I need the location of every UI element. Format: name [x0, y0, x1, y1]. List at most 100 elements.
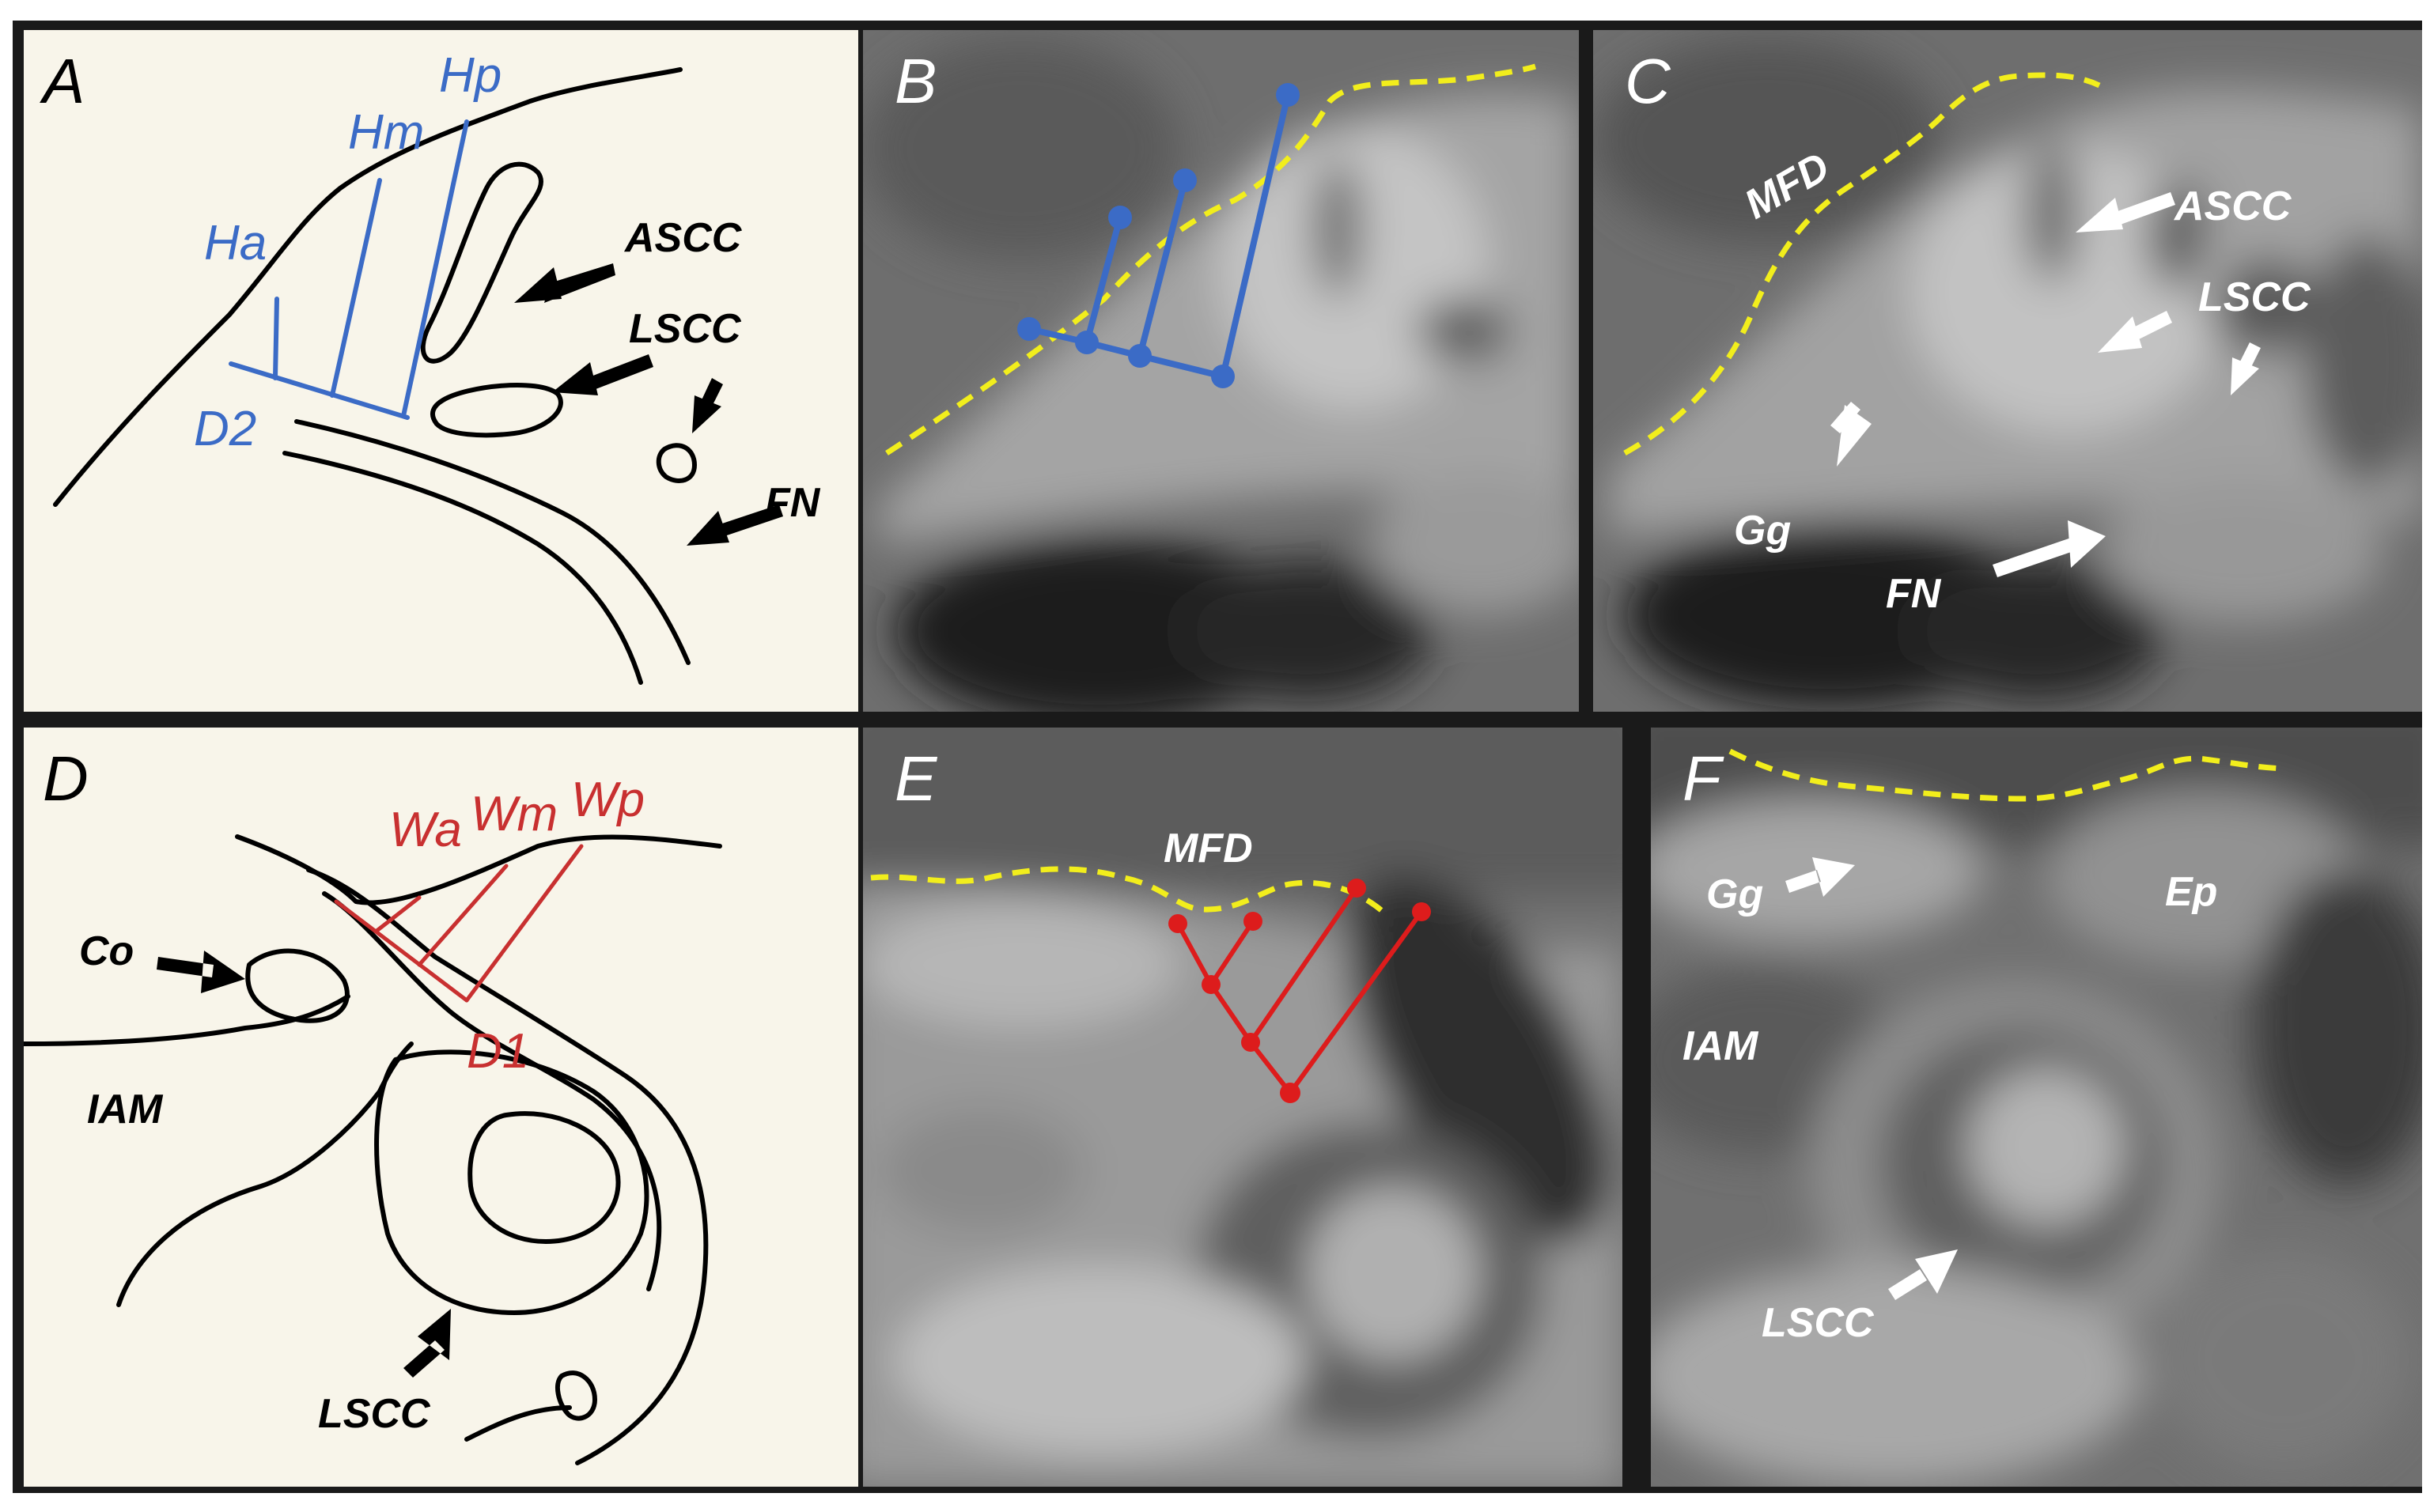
hm-line-b — [1137, 177, 1188, 359]
label-fn-a: FN — [765, 480, 821, 526]
panel-c-ct: C MFD ASCC LSCC Gg FN — [1593, 38, 2422, 710]
label-ascc-c: ASCC — [2173, 183, 2292, 229]
label-wa: Wa — [389, 803, 462, 857]
bright-region-c — [1910, 149, 2226, 433]
lower-bright-c — [2099, 481, 2384, 623]
mfd-line-f — [1728, 748, 2284, 802]
label-fn-c: FN — [1886, 571, 1942, 617]
arrow-gg-c — [1830, 402, 1872, 467]
panel-f-ct: F Gg Ep IAM LSCC — [1651, 728, 2422, 1487]
iam-bottom-d — [116, 1041, 414, 1307]
panel-label-d: D — [43, 743, 89, 814]
marker-e-5 — [1243, 912, 1262, 931]
label-lscc-d: LSCC — [318, 1391, 431, 1437]
upper-dark-b — [863, 38, 1179, 259]
bone-outline-a — [53, 67, 683, 507]
lower-bright-b — [1369, 473, 1579, 615]
co-loop-d — [245, 948, 350, 1023]
dark-canal-b — [1314, 157, 1361, 299]
label-ep-f: Ep — [2165, 869, 2217, 915]
label-lscc-a: LSCC — [629, 306, 742, 352]
panel-label-e: E — [895, 743, 938, 814]
lower-right-f — [2157, 1249, 2410, 1471]
lscc-center-f — [1967, 1068, 2125, 1226]
cavity-c2 — [1910, 560, 2163, 702]
panel-b: B — [863, 30, 1579, 712]
cavity-b2 — [1179, 560, 1433, 702]
panel-e-ct: E MFD — [863, 728, 1622, 1487]
marker-b-1 — [1017, 317, 1041, 341]
label-gg-f: Gg — [1706, 871, 1763, 917]
lower-bright-e — [895, 1265, 1306, 1455]
panel-b-ct: B — [863, 38, 1579, 712]
label-mfd-e: MFD — [1164, 826, 1253, 871]
panel-a: A Ha Hm Hp D2 ASCC LSCC FN — [24, 30, 858, 712]
label-ascc-a: ASCC — [623, 215, 743, 261]
panel-d: D Wa Wm Wp D1 Co IAM LSCC — [24, 728, 858, 1487]
arrow-gg-f — [1785, 857, 1855, 897]
panel-label-c: C — [1625, 46, 1671, 116]
arrow-lscc-c2 — [2231, 342, 2261, 395]
label-hm: Hm — [348, 105, 424, 160]
ha-line-b — [1084, 214, 1123, 346]
arrow-lscc-d — [403, 1309, 451, 1378]
bright-inner-e — [863, 902, 1179, 1028]
panel-c: C MFD ASCC LSCC Gg FN — [1593, 30, 2422, 712]
fn-outer-a — [294, 419, 691, 665]
label-lscc-c: LSCC — [2198, 274, 2311, 320]
hp-line-a — [401, 119, 469, 418]
mfd-line-c — [1623, 72, 2101, 456]
lscc-loop-a — [430, 382, 563, 438]
marker-b-7 — [1276, 83, 1300, 107]
lower-bright-f — [1651, 1265, 2141, 1487]
marker-e-6 — [1347, 879, 1366, 898]
lscc-center-e — [1306, 1186, 1480, 1360]
wp-line-d — [464, 844, 584, 1003]
label-lscc-f: LSCC — [1762, 1300, 1875, 1346]
panel-e: E MFD — [863, 728, 1622, 1487]
dark-right-f — [2252, 870, 2422, 1186]
marker-e-1 — [1168, 914, 1187, 933]
label-iam-f: IAM — [1682, 1023, 1759, 1069]
hm-line-a — [330, 178, 382, 398]
arrow-lscc-c — [2098, 311, 2172, 353]
label-wp: Wp — [571, 773, 645, 827]
panel-label-f: F — [1682, 743, 1724, 814]
arrow-fn-a — [687, 505, 783, 546]
label-gg-c: Gg — [1734, 508, 1791, 554]
small-oval-d — [555, 1370, 597, 1421]
wm-line-d — [417, 864, 509, 967]
canal-inner-d — [322, 891, 662, 1291]
wp-line-e — [1288, 909, 1424, 1095]
label-co-d: Co — [79, 928, 134, 974]
d2-line-b — [1026, 326, 1226, 380]
marker-e-7 — [1412, 902, 1431, 921]
d1-line-d — [334, 899, 469, 1003]
marker-b-6 — [1173, 168, 1197, 192]
dark-spot-c — [2210, 259, 2321, 354]
label-d1: D1 — [467, 1024, 529, 1079]
panel-a-schematic: A Ha Hm Hp D2 ASCC LSCC FN — [40, 46, 821, 685]
wa-line-d — [373, 895, 422, 934]
bottom-curve-d — [464, 1405, 572, 1442]
lscc-outer-d — [374, 1049, 649, 1315]
right-dark-c — [2305, 236, 2422, 489]
panel-d-schematic: D Wa Wm Wp D1 Co IAM LSCC — [24, 743, 722, 1465]
label-d2: D2 — [194, 402, 256, 456]
arrow-fn-c — [1993, 520, 2106, 577]
left-mid-e — [879, 1107, 1084, 1234]
marker-b-2 — [1075, 331, 1099, 354]
lscc-inner-d — [467, 1111, 621, 1244]
d2-line-a — [229, 361, 410, 420]
arrow-lscc-a — [552, 354, 653, 395]
ascc-loop-a — [420, 161, 544, 364]
mfd-line-e — [870, 866, 1387, 916]
canal-outer-d — [306, 868, 709, 1465]
marker-b-5 — [1108, 206, 1132, 229]
ha-line-a — [273, 297, 279, 380]
arrow-ascc-a — [514, 263, 615, 303]
wa-line-e — [1209, 919, 1255, 987]
small-canal-a — [656, 443, 697, 483]
d1-line-e — [1175, 921, 1293, 1095]
dark-canal-b2 — [1417, 299, 1512, 362]
